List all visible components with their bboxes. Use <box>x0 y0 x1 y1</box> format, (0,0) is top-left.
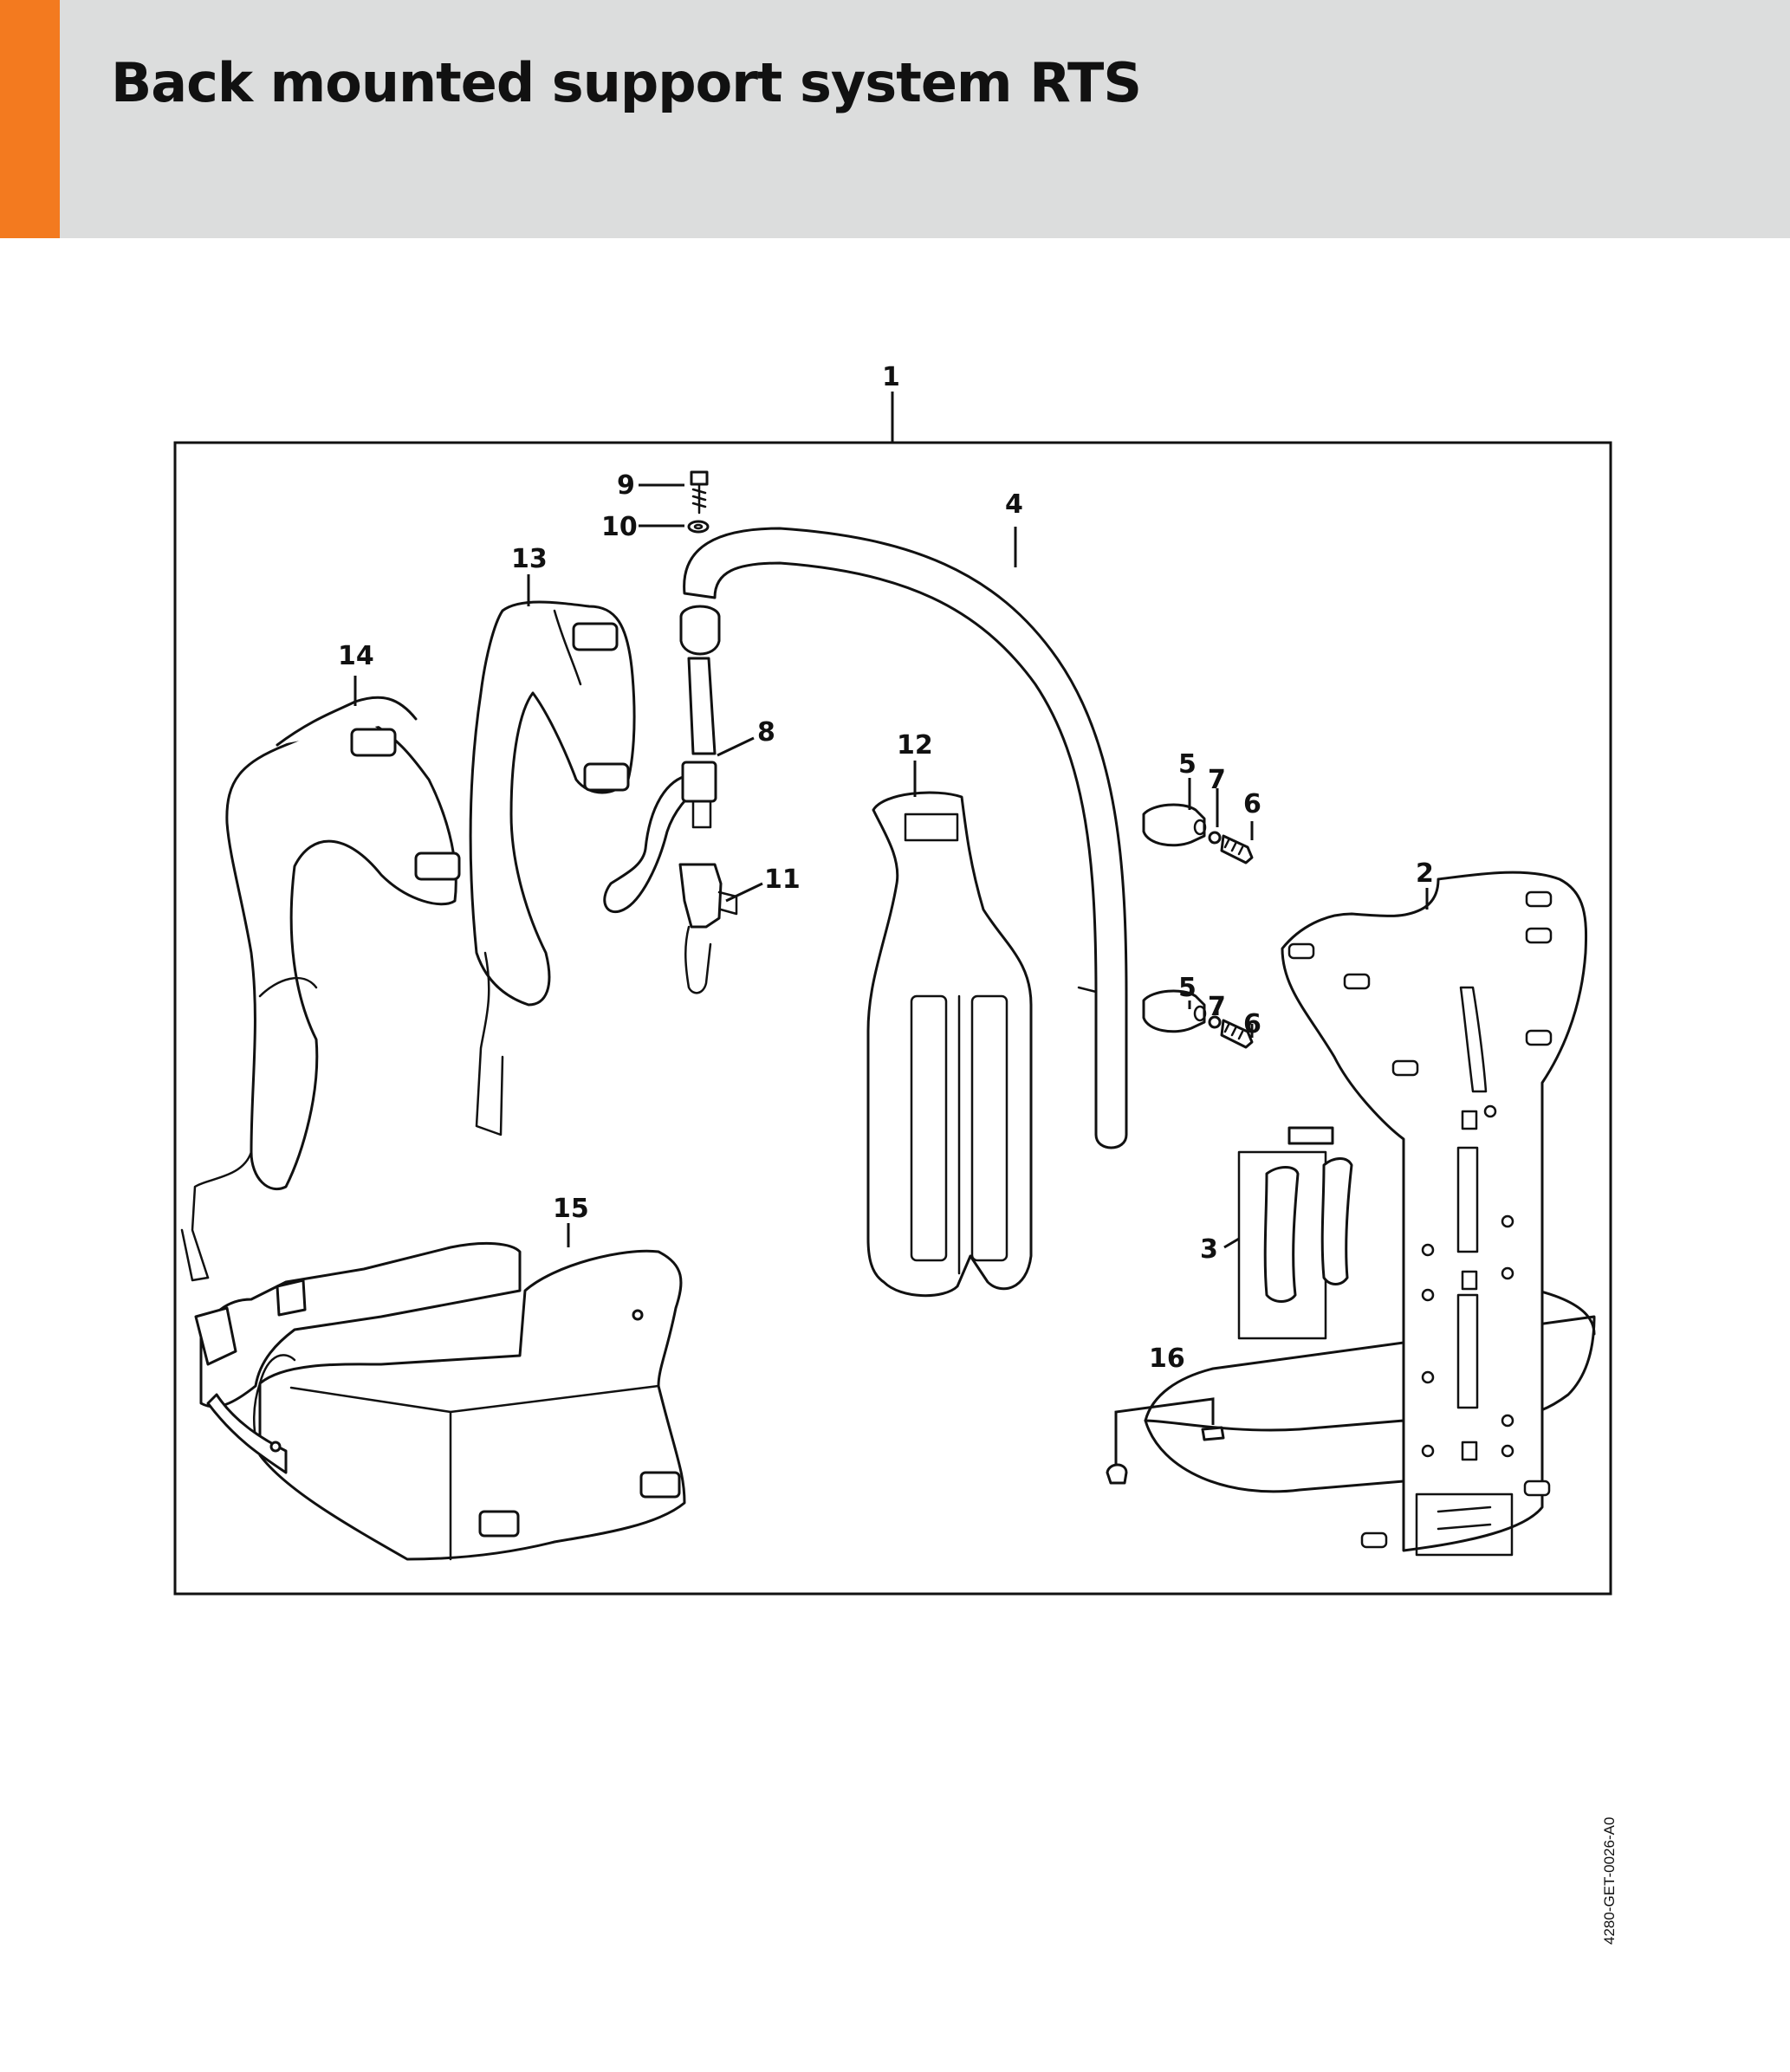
back-pad <box>866 791 1033 1298</box>
callout-2: 2 <box>1416 858 1434 889</box>
callout-10: 10 <box>601 512 638 542</box>
callout-14: 14 <box>338 641 374 671</box>
accent-bar <box>0 0 60 238</box>
support-tube <box>683 527 1128 1149</box>
callout-1: 1 <box>882 362 900 392</box>
screw-and-washer <box>687 470 710 534</box>
header-band: Back mounted support system RTS <box>0 0 1790 238</box>
clamp-lower <box>1142 989 1254 1049</box>
carabiner-clip <box>678 863 738 994</box>
callout-15: 15 <box>553 1194 589 1224</box>
callout-7: 7 <box>1208 765 1226 795</box>
hip-belt <box>194 1241 686 1561</box>
page-title: Back mounted support system RTS <box>111 51 1142 114</box>
callout-8: 8 <box>757 717 775 748</box>
hanger-strap <box>603 605 721 914</box>
carrying-frame <box>1144 871 1596 1557</box>
callout-13: 13 <box>511 544 548 574</box>
callout-3: 3 <box>1200 1234 1218 1265</box>
shoulder-strap-right <box>469 600 636 1136</box>
callout-6: 6 <box>1243 789 1261 819</box>
callout-12: 12 <box>897 730 933 761</box>
clamp-upper <box>1142 803 1254 864</box>
callout-11: 11 <box>764 864 801 895</box>
callout-9: 9 <box>617 470 635 501</box>
callout-7b: 7 <box>1208 992 1226 1022</box>
callout-16: 16 <box>1149 1344 1185 1374</box>
callout-5: 5 <box>1178 749 1197 780</box>
shoulder-strap-left <box>180 696 461 1282</box>
callout-6b: 6 <box>1243 1009 1261 1039</box>
drawing-code: 4280-GET-0026-A0 <box>1601 1816 1618 1945</box>
callout-4: 4 <box>1005 489 1023 520</box>
callout-5b: 5 <box>1178 973 1197 1003</box>
frame-screws <box>1106 1397 1225 1485</box>
adhesive-pads <box>1237 1126 1353 1340</box>
